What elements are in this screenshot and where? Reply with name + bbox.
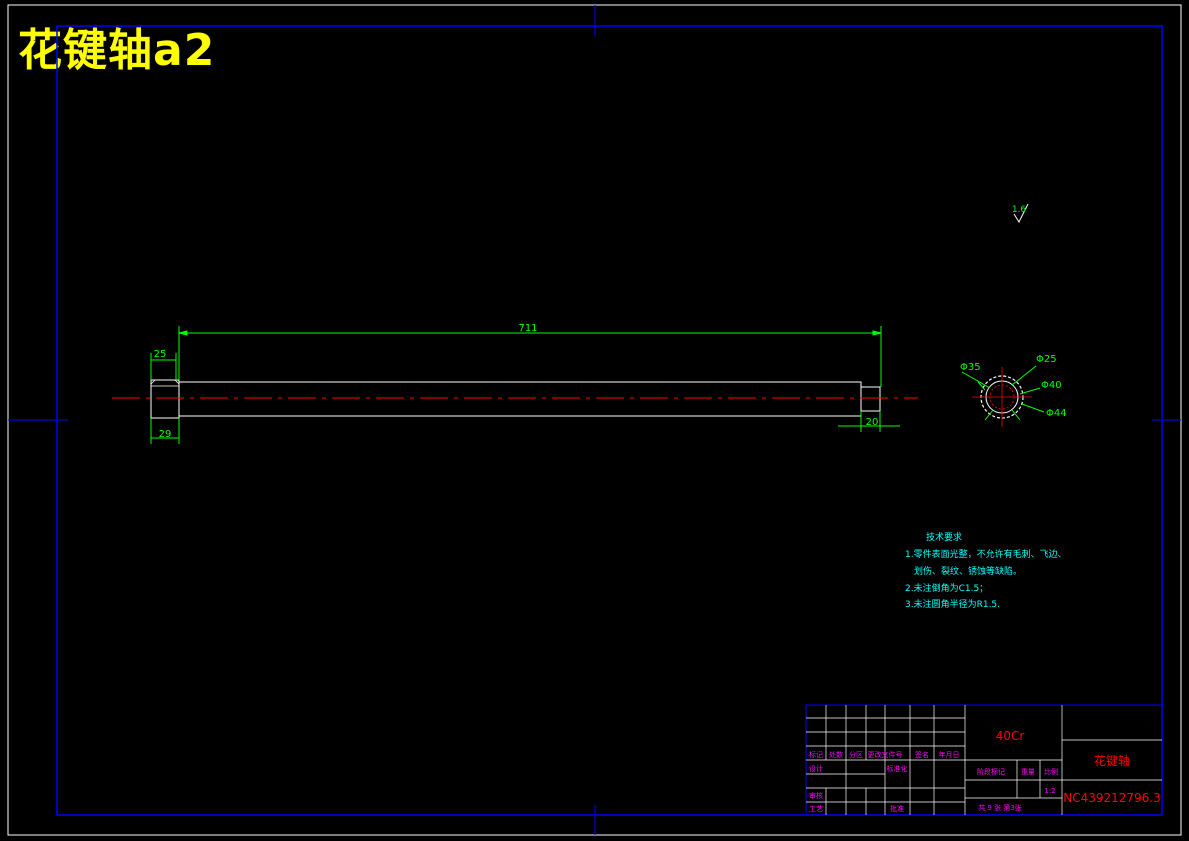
notes-line-1: 1.零件表面光整，不允许有毛刺、飞边、 [905, 548, 1067, 560]
outer-frame [7, 4, 1182, 836]
title-block-text: 40Cr 花键轴 NC439212796.3 1:2 标记 处数 分区 更改文件… [809, 729, 1161, 813]
shaft-view [112, 379, 918, 419]
tb-zhongliang: 重量 [1021, 768, 1035, 776]
tb-sheets: 共 9 张 第3张 [978, 803, 1022, 812]
tb-col-biaoji: 标记 [809, 750, 823, 759]
notes-line-3: 2.未注倒角为C1.5； [905, 582, 988, 594]
dimensions [150, 203, 1029, 444]
tb-part-name: 花键轴 [1094, 753, 1130, 768]
tb-shenhe: 审核 [809, 791, 823, 800]
notes-heading: 技术要求 [926, 531, 962, 543]
shaft-body [178, 381, 862, 417]
tb-col-gengai: 更改文件号 [868, 750, 903, 759]
tb-material: 40Cr [996, 729, 1025, 743]
dim-29: 29 [159, 429, 172, 440]
tb-jieduan: 阶段标记 [977, 767, 1005, 776]
dim-phi40: Φ40 [1041, 380, 1062, 391]
tb-sheji: 设计 [809, 764, 823, 773]
roughness-value: 1.6 [1012, 205, 1027, 215]
tb-col-fenqu: 分区 [849, 750, 863, 759]
title-block [805, 704, 1163, 816]
inner-frame [56, 25, 1163, 816]
tb-drawing-no: NC439212796.3 [1063, 791, 1161, 805]
dim-711: 711 [518, 323, 537, 334]
tb-col-date: 年月日 [939, 750, 960, 759]
notes-line-2: 划伤、裂纹、锈蚀等缺陷。 [914, 565, 1022, 577]
dim-20: 20 [866, 417, 879, 428]
dim-phi44: Φ44 [1046, 408, 1067, 419]
tb-col-chushu: 处数 [829, 750, 843, 759]
shaft-end-step [860, 386, 881, 412]
notes-line-4: 3.未注圆角半径为R1.5. [905, 598, 1000, 610]
drawing-title: 花键轴a2 [18, 25, 216, 76]
spline-section [961, 365, 1045, 427]
dim-25: 25 [154, 349, 167, 360]
tb-bili: 比例 [1044, 767, 1058, 776]
tb-pizhun: 批准 [890, 804, 904, 813]
technical-notes: 技术要求 1.零件表面光整，不允许有毛刺、飞边、 划伤、裂纹、锈蚀等缺陷。 2.… [905, 531, 1067, 610]
dim-phi35: Φ35 [960, 362, 981, 373]
tb-biaozhunhua: 标准化 [887, 764, 908, 773]
dim-phi25: Φ25 [1036, 354, 1057, 365]
tb-scale: 1:2 [1044, 787, 1055, 795]
tb-col-qianming: 签名 [915, 750, 929, 759]
tb-gongyi: 工艺 [809, 805, 823, 813]
